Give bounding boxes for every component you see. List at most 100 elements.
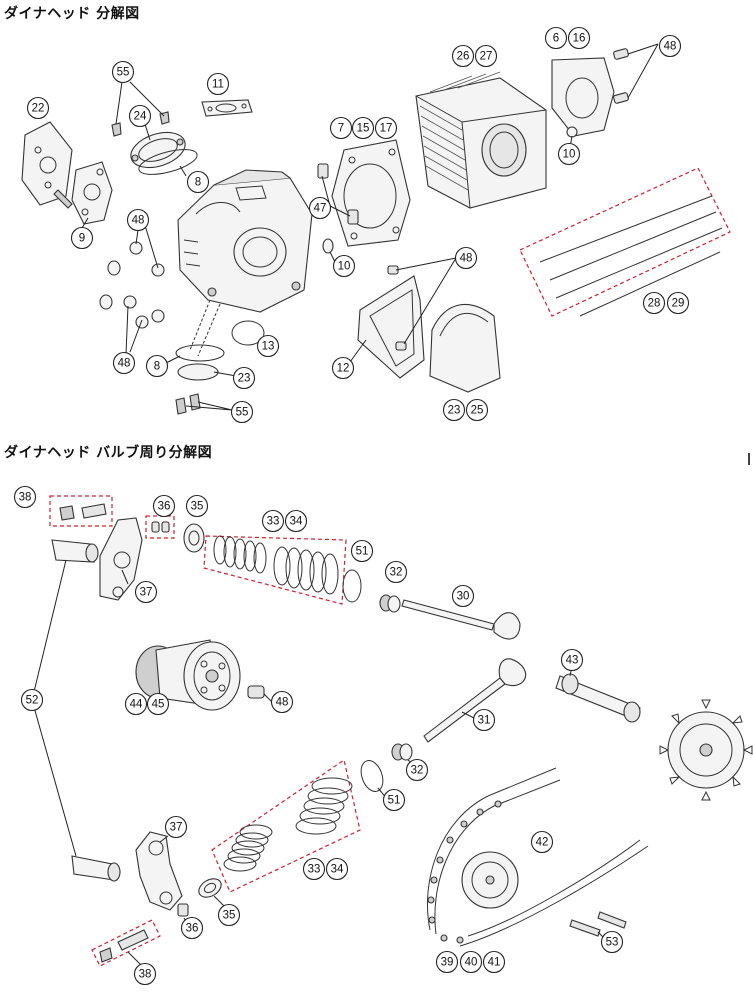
callout-label: 41 (488, 957, 501, 969)
callout-48: 48 (658, 34, 682, 58)
callout-9: 9 (70, 226, 94, 250)
callout-42: 42 (530, 830, 554, 854)
callout-label: 32 (411, 765, 424, 777)
callout-label: 12 (337, 363, 350, 375)
spring-retainer-bottom (198, 878, 222, 898)
callout-34: 34 (325, 857, 349, 881)
callout-label: 17 (380, 123, 393, 135)
callout-53: 53 (600, 930, 624, 954)
callout-15: 15 (351, 116, 375, 140)
cover-oring-part (138, 149, 198, 175)
callout-36: 36 (152, 494, 176, 518)
crank-sprocket-part (461, 851, 519, 909)
callout-label: 8 (154, 361, 160, 373)
callout-43: 43 (560, 648, 584, 672)
callout-10: 10 (332, 254, 356, 278)
lower-side-cover (429, 303, 501, 393)
cylinder-head-part (177, 169, 313, 313)
callout-label: 7 (338, 123, 344, 135)
callout-label: 11 (212, 79, 224, 91)
callout-36: 36 (180, 916, 204, 940)
side-gasket-part (71, 161, 113, 225)
callout-48: 48 (270, 690, 294, 714)
callout-label: 35 (223, 910, 236, 922)
callout-label: 22 (32, 103, 45, 115)
valve-springs-top (203, 535, 347, 605)
callout-34: 34 (284, 509, 308, 533)
callout-8: 8 (145, 354, 169, 378)
callout-label: 55 (117, 67, 130, 79)
callout-label: 47 (314, 203, 327, 215)
callout-label: 29 (672, 298, 685, 310)
callout-label: 53 (606, 937, 619, 949)
callout-10: 10 (557, 142, 581, 166)
callout-label: 48 (118, 358, 131, 370)
callout-label: 24 (134, 111, 147, 123)
callout-label: 34 (331, 864, 344, 876)
adjuster-group-top (49, 495, 113, 527)
cylinder-seal-lower (322, 238, 334, 254)
callout-label: 48 (132, 215, 145, 227)
callout-8: 8 (186, 170, 210, 194)
callout-32: 32 (405, 758, 429, 782)
callout-30: 30 (451, 584, 475, 608)
callout-label: 39 (441, 957, 454, 969)
spring-retainer-top (183, 523, 205, 553)
cam-drive-shaft (555, 673, 641, 723)
callout-label: 13 (262, 341, 275, 353)
callout-label: 52 (26, 695, 39, 707)
callout-45: 45 (146, 692, 170, 716)
callout-label: 42 (536, 837, 549, 849)
callout-41: 41 (482, 950, 506, 974)
callout-48: 48 (454, 246, 478, 270)
callout-label: 45 (152, 699, 165, 711)
callout-37: 37 (134, 580, 158, 604)
valve-cotter-bottom (177, 903, 189, 917)
valve-seal-bottom (391, 743, 413, 761)
callout-51: 51 (350, 539, 374, 563)
callout-label: 37 (170, 822, 183, 834)
callout-label: 37 (140, 587, 153, 599)
callout-38: 38 (133, 962, 157, 986)
small-seal-washer (566, 126, 578, 138)
callout-label: 48 (460, 253, 473, 265)
callout-label: 33 (308, 864, 321, 876)
callout-48: 48 (112, 351, 136, 375)
lower-side-gasket (357, 275, 425, 379)
callout-44: 44 (124, 692, 148, 716)
callout-label: 38 (139, 969, 152, 981)
callout-29: 29 (666, 291, 690, 315)
side-cover-part (21, 121, 73, 206)
callout-55: 55 (230, 400, 254, 424)
rocker-shaft-bottom (71, 855, 121, 882)
callout-label: 34 (290, 516, 303, 528)
exhaust-valve-part (423, 658, 527, 743)
spring-seat-top (342, 569, 362, 603)
cylinder-block-part (415, 71, 547, 209)
rocker-arm-bottom (135, 831, 183, 911)
callout-52: 52 (20, 688, 44, 712)
callout-33: 33 (302, 857, 326, 881)
callout-label: 32 (390, 567, 403, 579)
callout-32: 32 (384, 560, 408, 584)
side-cover-bolt (53, 189, 73, 209)
camshaft-pin (247, 685, 265, 699)
callout-label: 48 (664, 41, 677, 53)
port-oring-part (231, 320, 265, 346)
intake-valve-part (401, 599, 521, 640)
callout-17: 17 (374, 116, 398, 140)
callout-label: 33 (267, 516, 280, 528)
callout-38: 38 (13, 485, 37, 509)
callout-label: 25 (471, 405, 484, 417)
valve-springs-bottom (211, 759, 361, 893)
intake-gasket-part (201, 99, 253, 117)
callout-label: 8 (195, 177, 201, 189)
callout-22: 22 (26, 96, 50, 120)
callout-23: 23 (442, 398, 466, 422)
callout-27: 27 (474, 44, 498, 68)
callout-25: 25 (465, 398, 489, 422)
callout-11: 11 (206, 72, 230, 96)
callout-7: 7 (329, 116, 353, 140)
callout-13: 13 (256, 334, 280, 358)
